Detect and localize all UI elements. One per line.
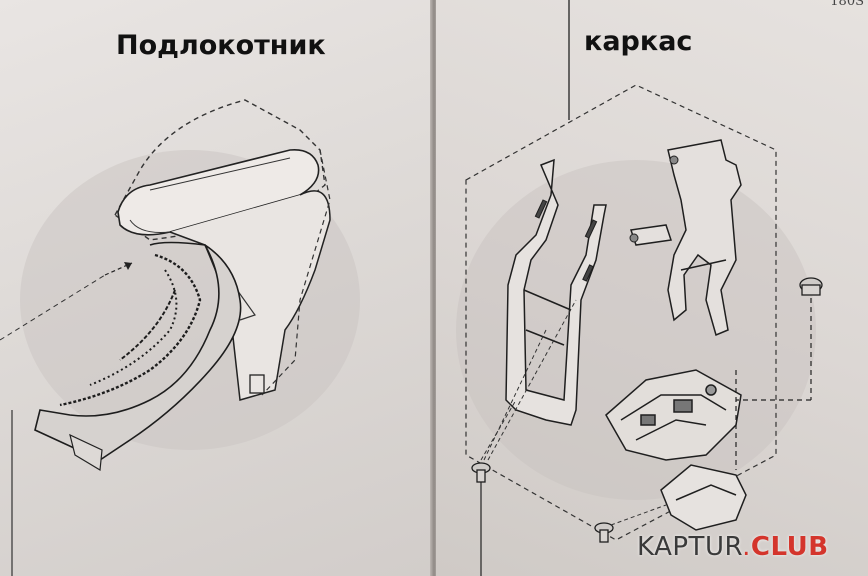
connector-2 bbox=[483, 329, 547, 461]
left-page: Подлокотник bbox=[0, 0, 432, 576]
base-texture-3 bbox=[119, 289, 176, 361]
page-number: 180S bbox=[830, 0, 864, 9]
watermark-main: KAPTUR bbox=[637, 532, 743, 562]
armrest-heading: Подлокотник bbox=[116, 30, 326, 61]
nut-leader bbox=[736, 298, 812, 401]
frame-heading: каркас bbox=[584, 26, 693, 57]
watermark-dot: . bbox=[742, 532, 751, 562]
base-plate bbox=[605, 369, 742, 461]
base-texture-1 bbox=[59, 253, 202, 407]
bracket-slots bbox=[534, 199, 598, 282]
site-watermark: KAPTUR.CLUB bbox=[637, 532, 829, 562]
bracket-hole-1 bbox=[669, 155, 679, 165]
leader-line-left bbox=[0, 274, 106, 341]
upper-right-bracket bbox=[630, 139, 742, 337]
bolt-left bbox=[471, 462, 491, 483]
left-bracket bbox=[505, 158, 607, 426]
base-texture-2 bbox=[89, 269, 178, 386]
armrest-drawing bbox=[0, 99, 360, 576]
book-seam bbox=[430, 0, 438, 576]
console-dashed-back bbox=[261, 149, 331, 396]
watermark-club: CLUB bbox=[750, 532, 829, 562]
armrest-lid bbox=[117, 148, 320, 236]
frame-drawing bbox=[456, 0, 823, 576]
floor-base bbox=[34, 241, 242, 461]
nut-top-right bbox=[799, 277, 823, 296]
lid-edge-line bbox=[149, 157, 291, 191]
bolt-bottom bbox=[594, 522, 614, 543]
connector-3 bbox=[487, 299, 577, 461]
bolt-bottom-connector bbox=[610, 504, 667, 526]
lid-bottom-curve bbox=[129, 219, 171, 233]
front-flap bbox=[69, 433, 103, 472]
square-detail bbox=[249, 374, 265, 394]
bracket-hole-2 bbox=[629, 233, 639, 243]
arrow-head-icon bbox=[124, 262, 132, 270]
bottom-plate bbox=[660, 464, 747, 531]
connector-1 bbox=[480, 399, 517, 461]
right-page: 180S каркас bbox=[436, 0, 868, 576]
